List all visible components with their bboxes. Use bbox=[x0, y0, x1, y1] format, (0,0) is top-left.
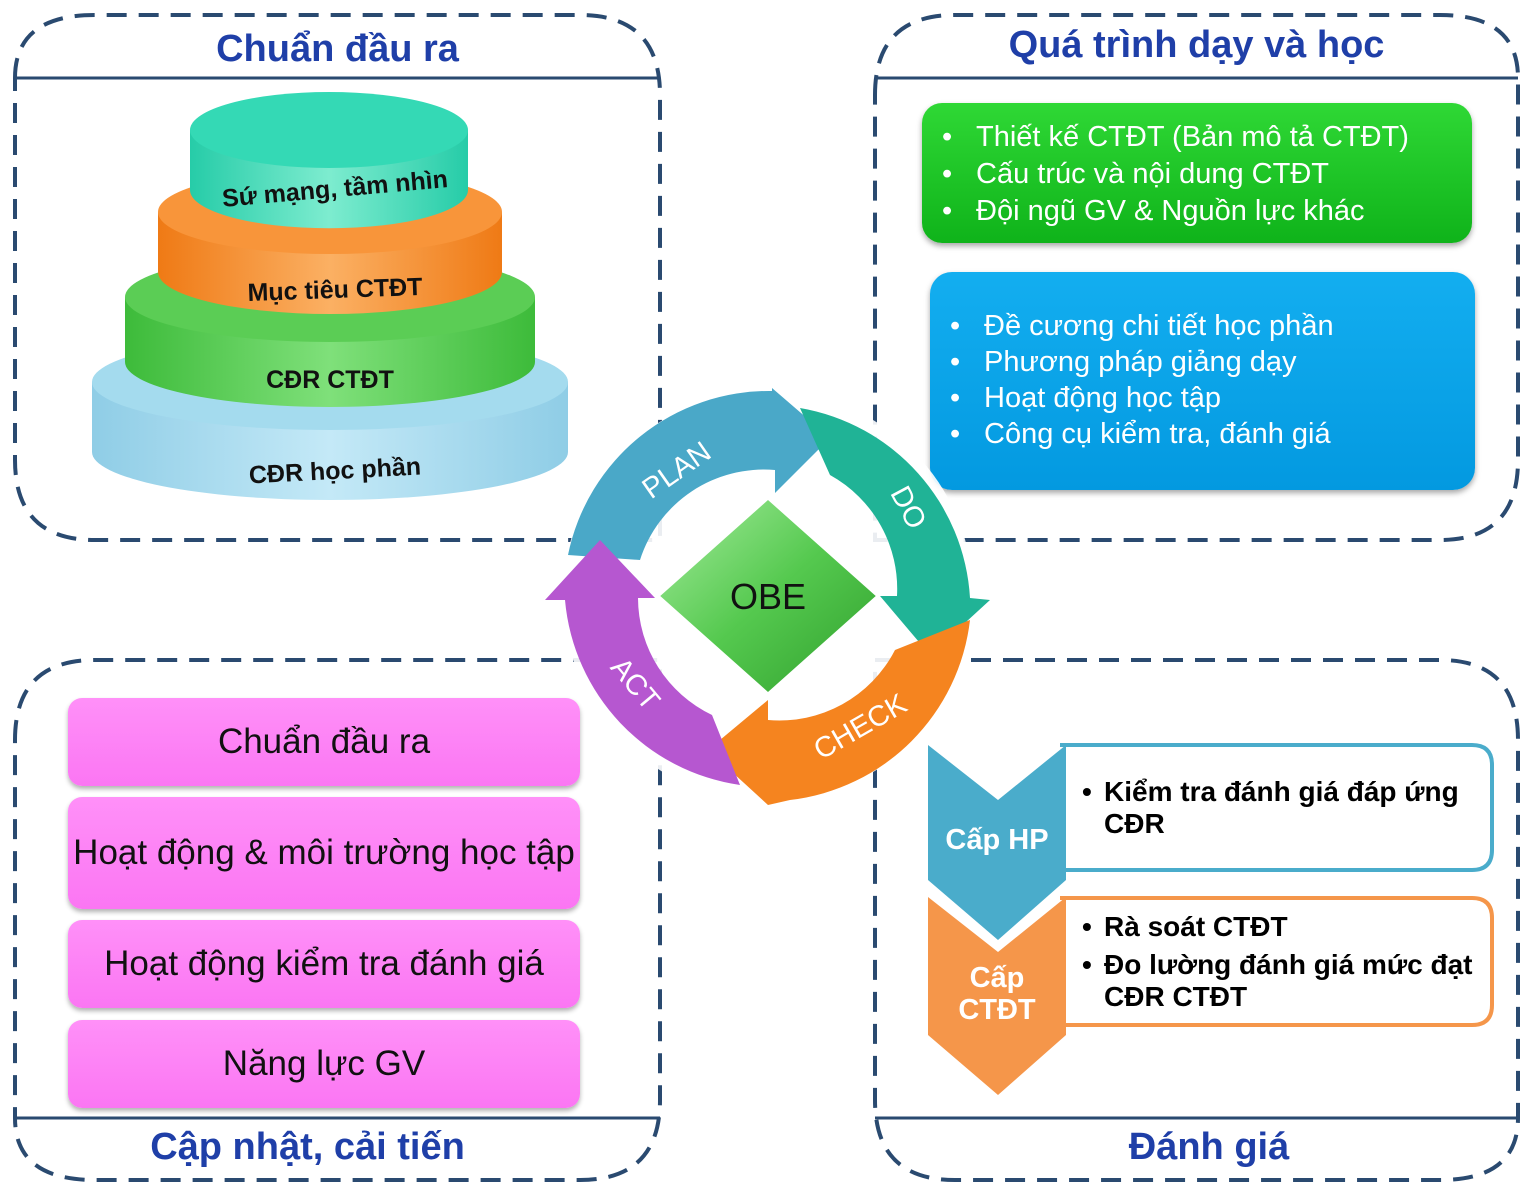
frame-bottom-right bbox=[873, 658, 1520, 1182]
title-teaching-learning: Quá trình dạy và học bbox=[1008, 24, 1385, 66]
pyramid-level-program-outcomes: CĐR CTĐT bbox=[266, 366, 394, 394]
program-design-box: Thiết kế CTĐT (Bản mô tả CTĐT) Cấu trúc … bbox=[922, 103, 1472, 243]
list-item: Rà soát CTĐT bbox=[1082, 911, 1482, 943]
hp-level-label: Cấp HP bbox=[945, 824, 1049, 856]
hp-chevron bbox=[928, 745, 1066, 940]
improve-item-faculty: Năng lực GV bbox=[68, 1020, 580, 1108]
course-delivery-box: Đề cương chi tiết học phần Phương pháp g… bbox=[930, 272, 1475, 490]
act-arrow bbox=[545, 540, 740, 785]
frame-bottom-left bbox=[13, 658, 662, 1182]
list-item: Kiểm tra đánh giá đáp ứng CĐR bbox=[1082, 776, 1472, 840]
do-arrow bbox=[800, 408, 990, 655]
list-item: Đội ngũ GV & Nguồn lực khác bbox=[922, 193, 1472, 230]
list-item: Phương pháp giảng dạy bbox=[930, 344, 1475, 380]
title-learning-outcomes: Chuẩn đầu ra bbox=[216, 28, 459, 70]
outcomes-pyramid bbox=[92, 92, 568, 500]
list-item: Đo lường đánh giá mức đạt CĐR CTĐT bbox=[1082, 949, 1482, 1013]
plan-arrow bbox=[568, 388, 830, 560]
frame-top-right bbox=[873, 13, 1520, 542]
improve-item-environment: Hoạt động & môi trường học tập bbox=[68, 797, 580, 909]
list-item: Đề cương chi tiết học phần bbox=[930, 308, 1475, 344]
course-delivery-list: Đề cương chi tiết học phần Phương pháp g… bbox=[930, 272, 1475, 452]
list-item: Hoạt động học tập bbox=[930, 380, 1475, 416]
ctdt-level-label: Cấp CTĐT bbox=[958, 962, 1036, 1026]
list-item: Công cụ kiểm tra, đánh giá bbox=[930, 416, 1475, 452]
list-item: Cấu trúc và nội dung CTĐT bbox=[922, 156, 1472, 193]
improve-item-outcomes: Chuẩn đầu ra bbox=[68, 698, 580, 786]
check-arrow bbox=[708, 620, 970, 805]
improve-item-assessment: Hoạt động kiểm tra đánh giá bbox=[68, 920, 580, 1008]
title-assessment: Đánh giá bbox=[1128, 1126, 1290, 1168]
frame-top-left bbox=[13, 13, 662, 542]
obe-diamond bbox=[655, 495, 881, 697]
cylinder-mission-vision bbox=[190, 92, 468, 229]
list-item: Thiết kế CTĐT (Bản mô tả CTĐT) bbox=[922, 119, 1472, 156]
title-improvement: Cập nhật, cải tiến bbox=[150, 1126, 465, 1168]
hp-assessment-list: Kiểm tra đánh giá đáp ứng CĐR bbox=[1082, 776, 1472, 840]
ctdt-assessment-list: Rà soát CTĐT Đo lường đánh giá mức đạt C… bbox=[1082, 911, 1482, 1013]
program-design-list: Thiết kế CTĐT (Bản mô tả CTĐT) Cấu trúc … bbox=[922, 103, 1472, 230]
label-obe: OBE bbox=[730, 576, 806, 617]
ctdt-chevron bbox=[928, 897, 1066, 1095]
